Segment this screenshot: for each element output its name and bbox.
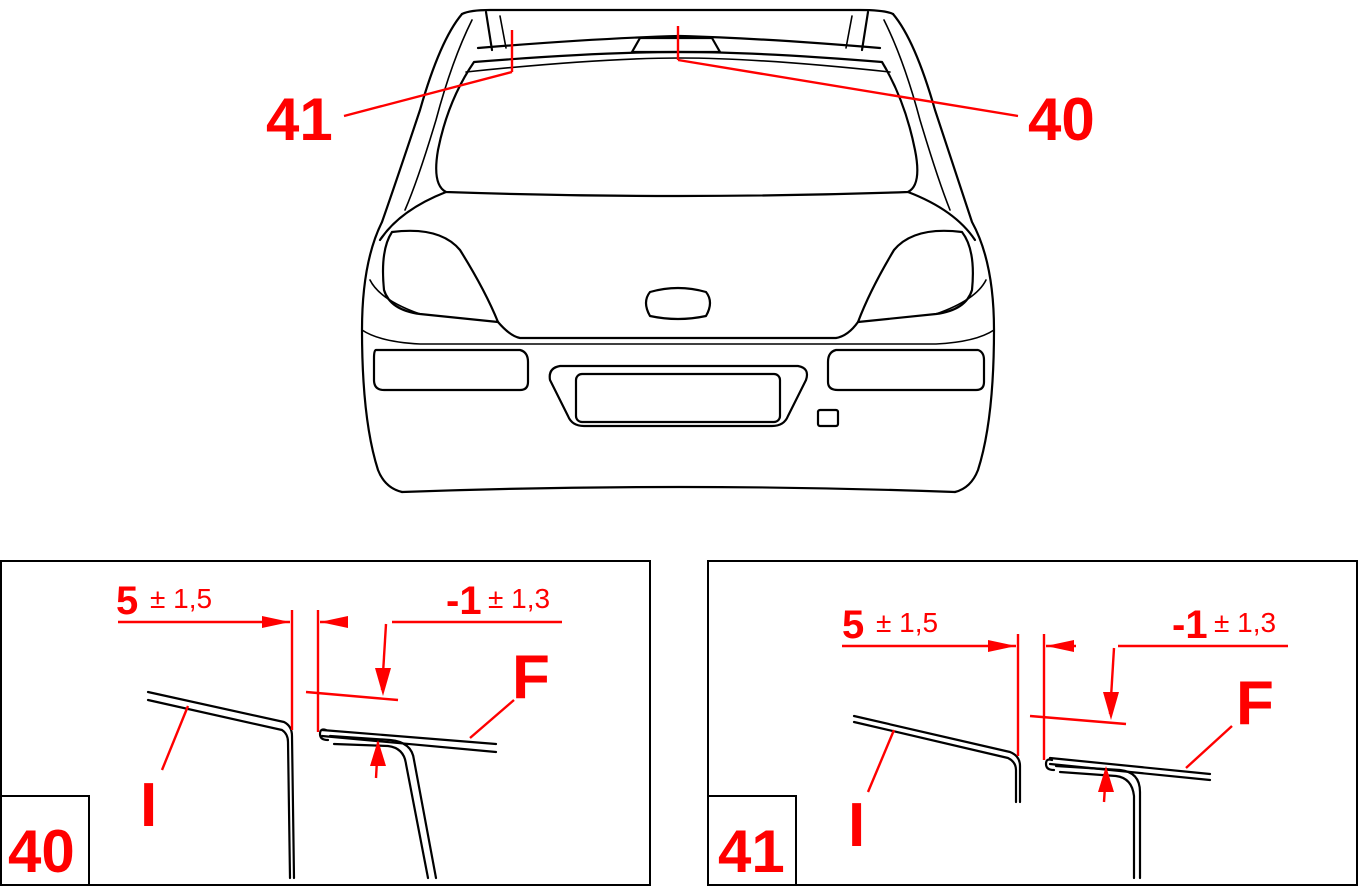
detail-41-part-i: I xyxy=(848,791,865,860)
detail-41-gap-value: 5 xyxy=(842,603,864,647)
car-rear-view xyxy=(360,8,996,494)
detail-40-flush-tolerance: ± 1,3 xyxy=(488,583,550,614)
callout-40-label: 40 xyxy=(1028,86,1095,153)
detail-40-gap-value: 5 xyxy=(116,579,138,623)
detail-41-flush-value: -1 xyxy=(1172,603,1208,647)
detail-41-flush-tolerance: ± 1,3 xyxy=(1214,607,1276,638)
detail-41-part-f: F xyxy=(1236,669,1274,738)
callout-41: 41 xyxy=(266,30,514,153)
callout-40: 40 xyxy=(676,26,1095,153)
detail-40-flush-value: -1 xyxy=(446,579,482,623)
detail-41-gap-tolerance: ± 1,5 xyxy=(876,607,938,638)
callout-41-label: 41 xyxy=(266,86,333,153)
detail-40-number: 40 xyxy=(8,818,75,885)
detail-40-gap-tolerance: ± 1,5 xyxy=(150,583,212,614)
detail-41-number: 41 xyxy=(718,818,785,885)
detail-40-part-i: I xyxy=(140,771,157,840)
detail-panel-40: 40 5 ± 1,5 -1 ± 1,3 I F xyxy=(0,560,651,886)
detail-40-part-f: F xyxy=(512,643,550,712)
detail-panel-41: 41 5 ± 1,5 -1 ± 1,3 I F xyxy=(707,560,1358,886)
